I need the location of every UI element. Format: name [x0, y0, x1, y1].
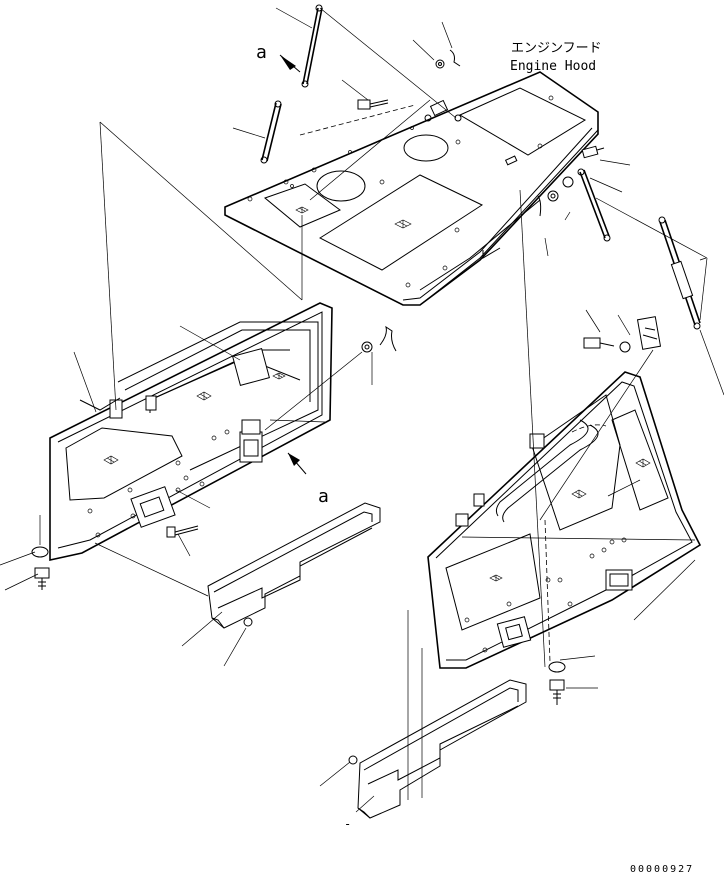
- left-seal-strip: [207, 502, 381, 629]
- screw-mid: [166, 525, 199, 538]
- leader-lines: [0, 7, 724, 813]
- figure-number: 00000927: [630, 864, 694, 875]
- view-marker-middle: a: [318, 486, 329, 507]
- stay-rod-top: [301, 4, 323, 88]
- title-en: Engine Hood: [510, 59, 596, 74]
- latch-right: [583, 316, 662, 353]
- stay-left-top: [260, 100, 282, 164]
- engine-hood-top-panel: [224, 71, 599, 306]
- right-hinge-top: [537, 145, 605, 217]
- stray-mark: -: [344, 817, 351, 831]
- view-marker-top: a: [256, 42, 267, 63]
- right-side-door: [427, 371, 702, 669]
- view-arrow-middle: a: [287, 452, 329, 507]
- title-jp: エンジンフード: [511, 41, 602, 56]
- pin-left-door: [361, 325, 397, 353]
- hidden-lines: [299, 104, 607, 663]
- gas-spring-long: [658, 216, 701, 330]
- view-arrow-top: a: [256, 42, 301, 73]
- bolt-top: [357, 99, 389, 110]
- right-seal-strip: [348, 679, 527, 819]
- top-hinge: [424, 49, 462, 122]
- bolt-lower-right: [548, 661, 566, 705]
- bolt-lower-left: [31, 546, 50, 590]
- gas-spring-short: [577, 168, 611, 242]
- left-side-door: [49, 302, 333, 561]
